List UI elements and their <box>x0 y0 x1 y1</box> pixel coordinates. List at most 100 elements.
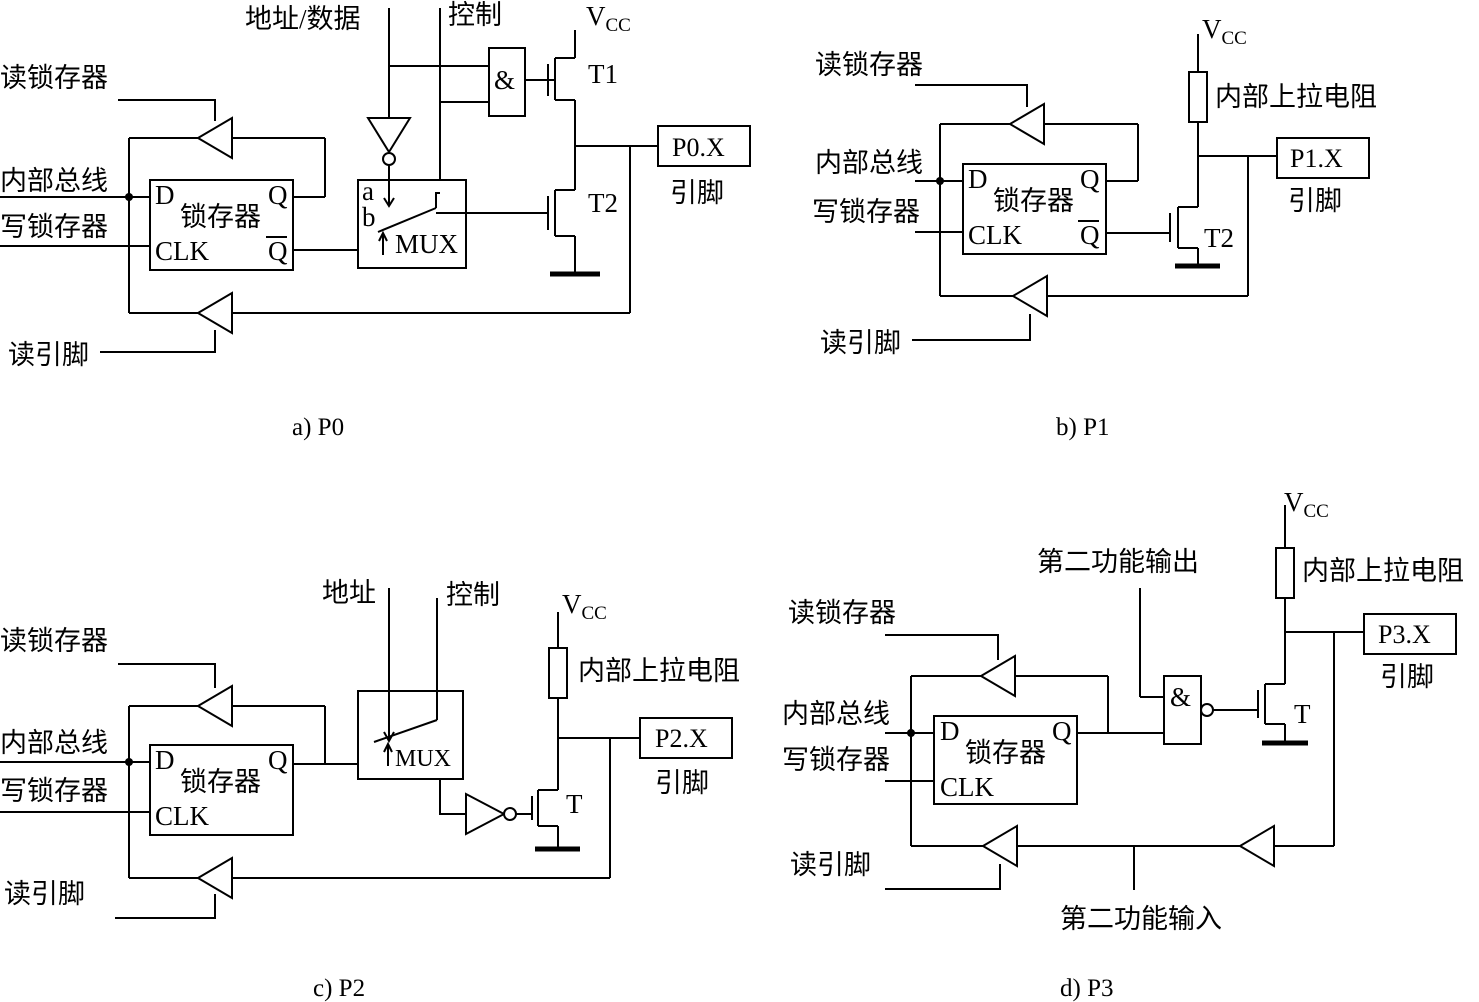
mux-block <box>357 179 467 269</box>
read-latch-buffer <box>196 116 233 160</box>
svg-text:锁存器: 锁存器 <box>993 186 1074 216</box>
label-internal-bus: 内部总线 <box>0 166 108 196</box>
svg-text:D: D <box>940 716 960 746</box>
latch-clk: CLK <box>155 236 210 266</box>
pin-p1-label: 引脚 <box>1288 186 1342 216</box>
pin-box-p0-label: P0.X <box>672 133 725 162</box>
svg-text:锁存器: 锁存器 <box>180 767 261 797</box>
svg-text:Q: Q <box>1080 220 1100 250</box>
pin-p3-label: 引脚 <box>1380 662 1434 692</box>
pin-p2-label: 引脚 <box>655 768 709 798</box>
latch-q: Q <box>268 180 288 210</box>
and-gate <box>488 47 526 117</box>
label-read-latch: 读锁存器 <box>0 626 108 656</box>
svg-text:D: D <box>155 745 175 775</box>
pullup-resistor <box>548 647 568 699</box>
vcc-label: VCC <box>562 589 607 624</box>
read-latch-buffer <box>196 684 233 728</box>
vcc-label: VCC <box>1284 487 1329 522</box>
t1-label: T1 <box>588 59 618 89</box>
svg-text:P2.X: P2.X <box>655 724 708 753</box>
caption-p2: c) P2 <box>313 975 365 1002</box>
read-pin-buffer <box>981 824 1018 868</box>
label-alt-in: 第二功能输入 <box>1060 904 1222 934</box>
mux-label: MUX <box>395 746 451 772</box>
label-alt-out: 第二功能输出 <box>1037 547 1199 577</box>
svg-text:CLK: CLK <box>940 772 995 802</box>
svg-text:Q: Q <box>1080 164 1100 194</box>
latch-block <box>962 163 1107 255</box>
and-symbol: & <box>494 65 515 95</box>
mux-label: MUX <box>395 229 459 259</box>
label-internal-bus: 内部总线 <box>0 728 108 758</box>
read-latch-buffer <box>979 654 1016 698</box>
label-write-latch: 写锁存器 <box>782 745 890 775</box>
mux-b: b <box>362 202 376 232</box>
panel-p0: D 锁存器 Q CLK Q 内部总线 写锁存器 读锁存器 读引脚 地址/数据 控… <box>0 0 751 441</box>
svg-text:锁存器: 锁存器 <box>965 738 1046 768</box>
mux-block <box>357 690 464 780</box>
alt-in-buffer <box>1238 824 1275 868</box>
out-inverter <box>465 792 507 836</box>
label-read-pin: 读引脚 <box>820 328 901 358</box>
label-read-pin: 读引脚 <box>8 340 89 370</box>
pullup-label: 内部上拉电阻 <box>578 656 740 686</box>
pin-box-p0 <box>657 125 751 167</box>
label-address: 地址 <box>322 578 376 608</box>
t-label: T <box>1294 699 1311 729</box>
pullup-label: 内部上拉电阻 <box>1215 82 1377 112</box>
latch-qbar: Q <box>268 236 288 266</box>
read-pin-buffer <box>1011 274 1048 318</box>
svg-text:D: D <box>968 164 988 194</box>
addr-inverter <box>366 117 412 154</box>
latch-d: D <box>155 180 175 210</box>
panel-p3: D 锁存器 Q CLK 内部总线 写锁存器 读锁存器 读引脚 第二功能输入 第二… <box>782 487 1464 1002</box>
mux-a: a <box>362 176 374 206</box>
svg-text:CLK: CLK <box>968 220 1023 250</box>
caption-p1: b) P1 <box>1056 414 1109 441</box>
svg-text:Q: Q <box>1052 716 1072 746</box>
label-write-latch: 写锁存器 <box>812 197 920 227</box>
latch-label: 锁存器 <box>180 202 261 232</box>
label-read-pin: 读引脚 <box>790 850 871 880</box>
t-label: T <box>566 789 583 819</box>
vcc-label: VCC <box>586 1 631 36</box>
t2-label: T2 <box>588 188 618 218</box>
pullup-label: 内部上拉电阻 <box>1302 556 1464 586</box>
caption-p0: a) P0 <box>292 414 344 441</box>
label-addr-data: 地址/数据 <box>245 4 361 34</box>
latch-block <box>149 179 294 271</box>
latch-block <box>149 744 294 836</box>
label-write-latch: 写锁存器 <box>0 776 108 806</box>
panel-p2: D 锁存器 Q CLK 内部总线 写锁存器 读锁存器 读引脚 地址 控制 MUX <box>0 578 740 1002</box>
vcc-label: VCC <box>1202 14 1247 49</box>
svg-text:Q: Q <box>268 745 288 775</box>
label-internal-bus: 内部总线 <box>815 148 923 178</box>
panel-p1: D 锁存器 Q CLK Q 内部总线 写锁存器 读锁存器 读引脚 VCC 内部上… <box>812 14 1377 441</box>
pin-box-p3 <box>1363 613 1457 655</box>
svg-text:P1.X: P1.X <box>1290 144 1343 173</box>
latch-block <box>933 715 1078 805</box>
label-control: 控制 <box>446 580 500 610</box>
read-latch-buffer <box>1008 102 1045 146</box>
label-internal-bus: 内部总线 <box>782 699 890 729</box>
pin-box-p1 <box>1276 137 1370 179</box>
label-write-latch: 写锁存器 <box>0 212 108 242</box>
pullup-resistor <box>1188 71 1208 123</box>
label-read-latch: 读锁存器 <box>815 50 923 80</box>
read-pin-buffer <box>196 856 233 900</box>
caption-p3: d) P3 <box>1060 975 1113 1002</box>
label-read-latch: 读锁存器 <box>788 598 896 628</box>
read-pin-buffer <box>196 291 233 335</box>
svg-text:CLK: CLK <box>155 801 210 831</box>
label-read-pin: 读引脚 <box>4 879 85 909</box>
and-symbol: & <box>1170 682 1191 712</box>
pullup-resistor <box>1275 547 1295 599</box>
pin-p0-label: 引脚 <box>670 178 724 208</box>
label-control: 控制 <box>448 0 502 30</box>
pin-box-p2 <box>639 717 733 759</box>
t2-label: T2 <box>1204 223 1234 253</box>
svg-text:P3.X: P3.X <box>1378 620 1431 649</box>
label-read-latch: 读锁存器 <box>0 63 108 93</box>
